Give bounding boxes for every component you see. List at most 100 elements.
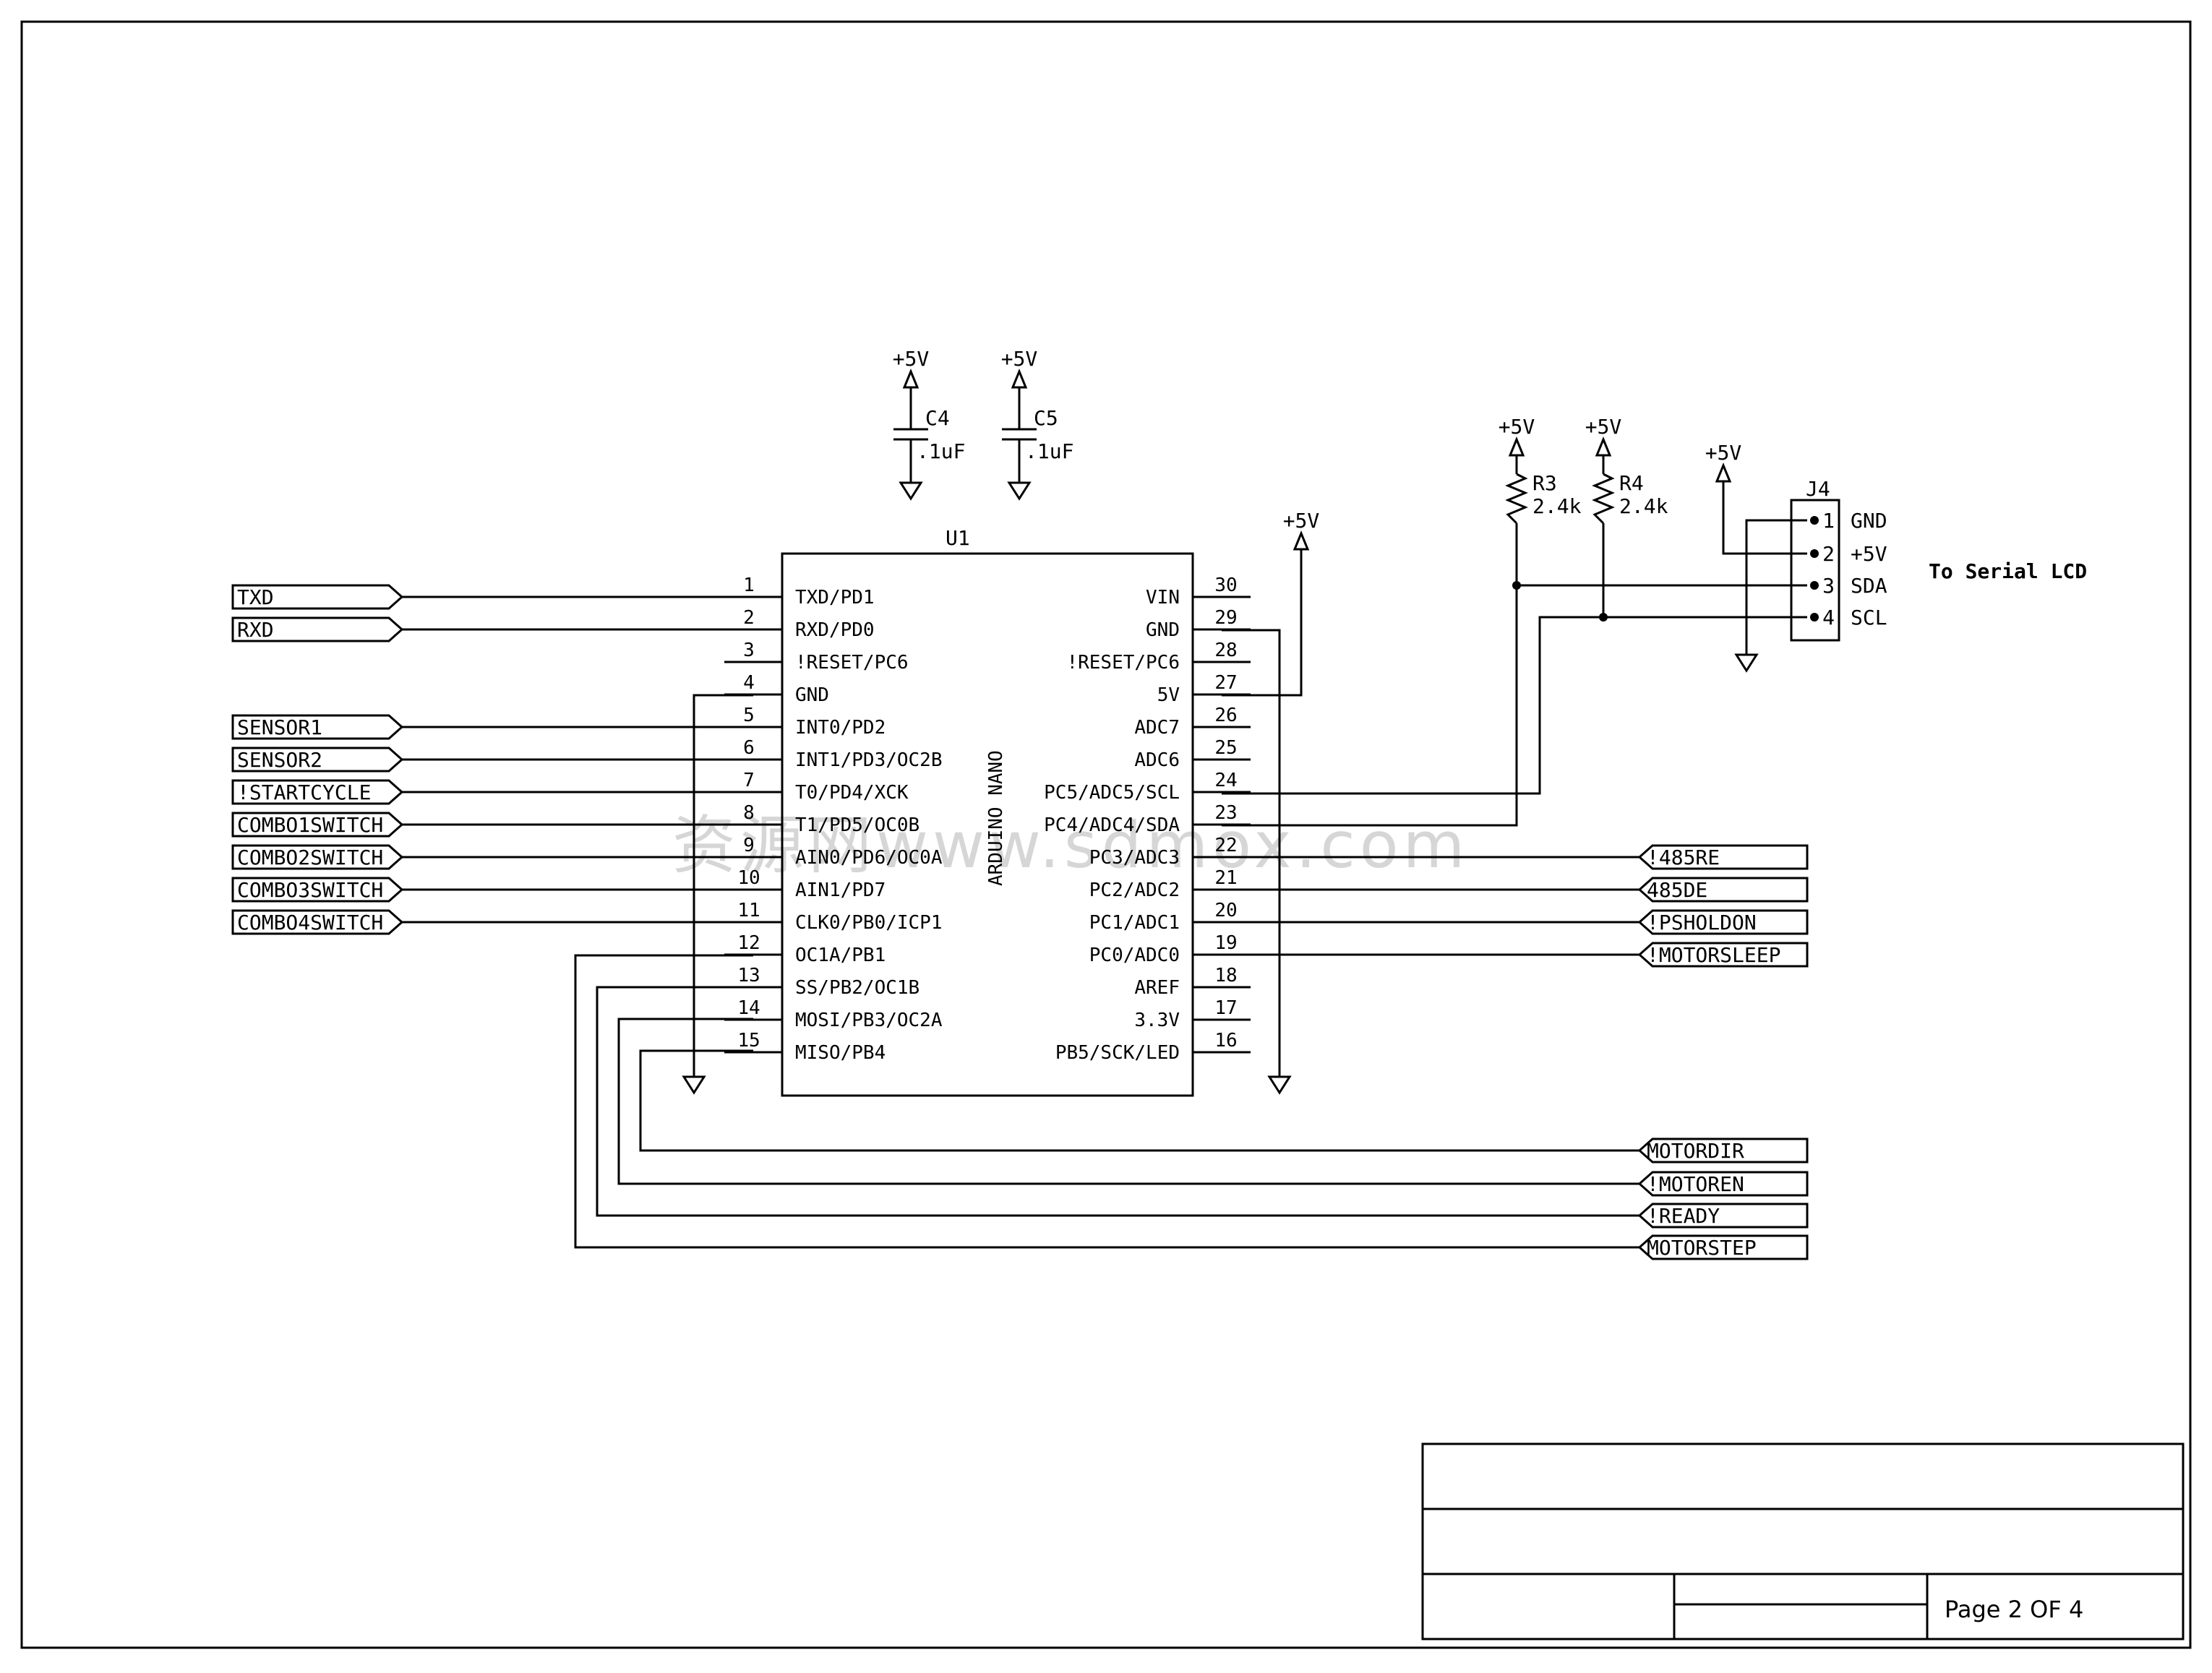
net-name: COMBO2SWITCH [237,846,383,869]
net-label-bottom: MOTORDIR [1637,1137,1809,1164]
ground-symbol [1007,481,1032,501]
svg-text:C4: C4 [925,406,950,430]
pin-number: 5 [743,705,755,726]
pin-number: 30 [1214,575,1237,596]
pin-number: 17 [1214,997,1237,1019]
pin-number: 21 [1214,867,1237,889]
svg-text:.1uF: .1uF [917,439,965,463]
net-label-left: COMBO4SWITCH [231,909,724,935]
net-name: SENSOR1 [237,715,322,739]
net-label-left: COMBO2SWITCH [231,844,724,870]
pin-number: 23 [1214,802,1237,824]
sheet-border [20,20,2192,1649]
pin-number: 6 [743,737,755,759]
title-block: Page 2 OF 4 [1421,1442,2185,1640]
svg-text:2.4k: 2.4k [1532,494,1582,518]
net-label-left: TXD [231,584,724,610]
power-symbol-5v: +5V [1001,347,1037,389]
power-label: +5V [893,347,930,371]
pin-number: 1 [743,575,755,596]
power-symbols: +5V+5V+5V+5V+5V+5V [893,347,1741,551]
pin-number: 24 [1214,770,1237,791]
power-symbol-5v: +5V [1585,415,1622,457]
pin-name: RXD/PD0 [795,619,875,641]
net-name: !MOTORSLEEP [1647,943,1780,967]
pin-name: ADC6 [1134,749,1180,771]
net-label-right: !MOTORSLEEP [1251,942,1809,968]
pin-number: 29 [1214,607,1237,629]
svg-text:R3: R3 [1532,471,1557,495]
pin-name: SS/PB2/OC1B [795,977,919,999]
net-name: RXD [237,618,274,642]
net-name: 485DE [1647,878,1707,902]
pin-number: 7 [743,770,755,791]
pin-number: 8 [743,802,755,824]
pin-number: 18 [1214,965,1237,986]
watermark: 资源网www.sdmox.com [672,808,1469,882]
pin-number: 19 [1214,932,1237,954]
pin-name: CLK0/PB0/ICP1 [795,912,943,934]
page-number: Page 2 OF 4 [1945,1596,2083,1623]
j4-ref: J4 [1806,477,1830,501]
pin-number: 4 [743,672,755,694]
pin-number: 9 [743,835,755,856]
net-label-bottom: !MOTOREN [1637,1171,1809,1197]
net-name: TXD [237,585,274,609]
u1-left-pins: 1TXD/PD12RXD/PD03!RESET/PC64GND5INT0/PD2… [724,575,943,1064]
pin-number: 2 [743,607,755,629]
net-name: COMBO3SWITCH [237,878,383,902]
power-label: +5V [1585,415,1622,439]
u1-arduino-nano: U1 ARDUINO NANO 1TXD/PD12RXD/PD03!RESET/… [724,526,1251,1097]
pin-number: 13 [737,965,760,986]
capacitor-c5: C5 .1uF [1002,387,1073,483]
pin-name: MISO/PB4 [795,1042,886,1064]
net-label-left: SENSOR2 [231,747,724,773]
svg-text:2.4k: 2.4k [1619,494,1668,518]
ground-symbol [899,481,923,501]
pin-name: PC0/ADC0 [1089,945,1180,966]
pin-name: ADC7 [1134,717,1180,739]
pin-name: OC1A/PB1 [795,945,886,966]
pin-number: 2 [1822,542,1835,566]
pin-number: 3 [743,640,755,661]
pin-name: AIN1/PD7 [795,879,886,901]
pin-number: 10 [737,867,760,889]
net-name: !READY [1647,1204,1720,1228]
pin-name: T1/PD5/OC0B [795,814,919,836]
pin-number: 28 [1214,640,1237,661]
pin-number: 26 [1214,705,1237,726]
pin-number: 16 [1214,1030,1237,1051]
net-name: COMBO1SWITCH [237,813,383,837]
u1-ref: U1 [946,526,970,550]
net-label-bottom: !READY [1637,1203,1809,1229]
power-label: +5V [1499,415,1535,439]
power-symbol-5v: +5V [893,347,930,389]
pin-number: 14 [737,997,760,1019]
pin-name: SDA [1851,574,1887,598]
u1-pin-7: 7T0/PD4/XCK [724,770,909,804]
pin-name: MOSI/PB3/OC2A [795,1010,943,1031]
wires [574,455,1807,1249]
net-label-left: !STARTCYCLE [231,779,724,805]
pin-number: 1 [1822,509,1835,533]
pin-name: PC5/ADC5/SCL [1044,782,1180,804]
pin-name: PC3/ADC3 [1089,847,1180,869]
svg-text:.1uF: .1uF [1025,439,1073,463]
pin-name: T0/PD4/XCK [795,782,909,804]
